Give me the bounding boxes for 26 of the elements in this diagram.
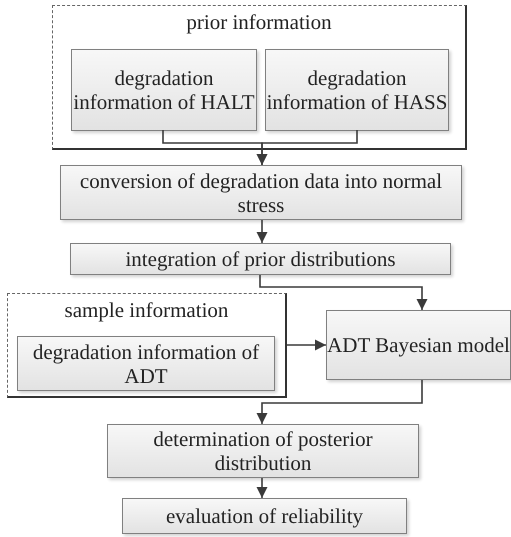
arrow bbox=[256, 220, 268, 243]
group-frame bbox=[7, 293, 287, 398]
box-label: conversion of degradation data into normal stress bbox=[78, 168, 444, 216]
box-label: determination of posterior distribution bbox=[152, 427, 374, 475]
box-label: ADT Bayesian model bbox=[327, 333, 510, 357]
arrow bbox=[256, 478, 268, 498]
group-heading: sample information bbox=[64, 298, 230, 322]
group-heading: prior information bbox=[185, 10, 333, 34]
process-box bbox=[122, 498, 407, 534]
box-label: degradation information of HASS bbox=[266, 66, 448, 114]
box-label: degradation information of HALT bbox=[72, 66, 256, 114]
process-box bbox=[107, 424, 419, 478]
arrow bbox=[259, 275, 428, 310]
process-box bbox=[70, 243, 451, 275]
process-box bbox=[71, 49, 257, 131]
arrow bbox=[256, 130, 358, 165]
process-box bbox=[60, 165, 462, 220]
arrow bbox=[287, 339, 326, 351]
group-frame bbox=[52, 5, 467, 150]
box-label: evaluation of reliability bbox=[166, 504, 364, 528]
process-box bbox=[265, 49, 449, 131]
process-box bbox=[326, 310, 511, 380]
box-label: integration of prior distributions bbox=[125, 247, 396, 271]
arrow bbox=[256, 380, 423, 424]
process-box bbox=[17, 336, 275, 391]
box-label: degradation information of ADT bbox=[32, 340, 260, 388]
